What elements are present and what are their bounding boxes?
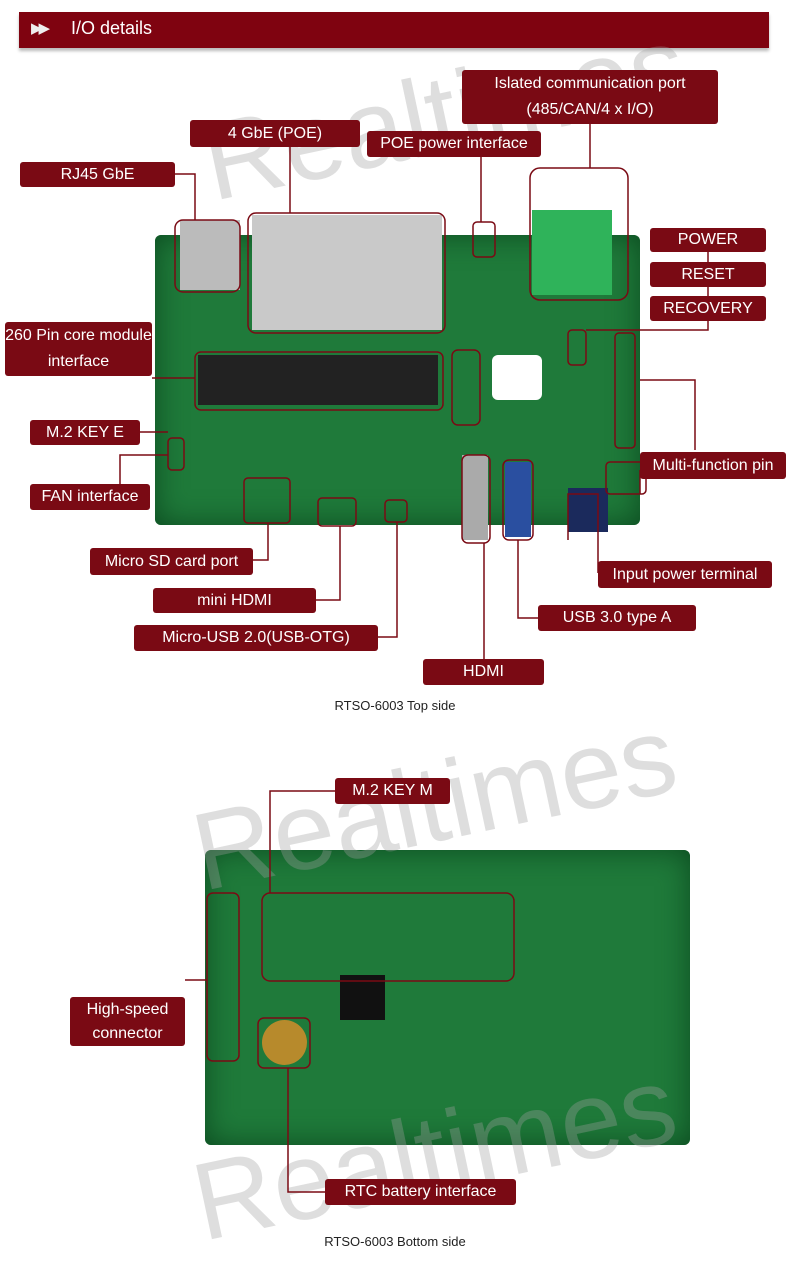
label-poe-power: POE power interface [367,131,541,157]
label-hdmi: HDMI [423,659,544,685]
label-reset: RESET [650,262,766,287]
double-arrow-icon: ▶▶ [31,20,50,37]
hdmi-port [462,455,488,540]
rtimes-logo [492,355,542,400]
so-dimm-slot [198,355,438,405]
label-rtc-battery: RTC battery interface [325,1179,516,1205]
label-m2-key-m: M.2 KEY M [335,778,450,804]
rj45-port [180,220,240,290]
label-micro-usb: Micro-USB 2.0(USB-OTG) [134,625,378,651]
label-mini-hdmi: mini HDMI [153,588,316,613]
label-power: POWER [650,228,766,252]
label-4gbe-poe: 4 GbE (POE) [190,120,360,147]
bottom-caption: RTSO-6003 Bottom side [324,1234,466,1249]
label-high-speed-connector: High-speed connector [70,997,185,1046]
label-microsd: Micro SD card port [90,548,253,575]
top-caption: RTSO-6003 Top side [334,698,456,713]
label-input-power: Input power terminal [598,561,772,588]
bottom-board-photo [205,850,690,1145]
label-usb3: USB 3.0 type A [538,605,696,631]
label-m2-key-e: M.2 KEY E [30,420,140,445]
label-isolated-port: Islated communication port (485/CAN/4 x … [462,70,718,124]
chip [340,975,385,1020]
gbe-ports [252,215,442,330]
label-recovery: RECOVERY [650,296,766,321]
label-fan: FAN interface [30,484,150,510]
power-terminal [568,488,608,532]
label-multi-function-pin: Multi-function pin [640,452,786,479]
section-header: ▶▶ I/O details [19,12,769,48]
label-core-module: 260 Pin core module interface [5,322,152,376]
usb-port [505,462,531,537]
label-rj45: RJ45 GbE [20,162,175,187]
section-title: I/O details [71,18,153,38]
terminal-block [532,210,612,295]
rtc-battery-holder [262,1020,307,1065]
